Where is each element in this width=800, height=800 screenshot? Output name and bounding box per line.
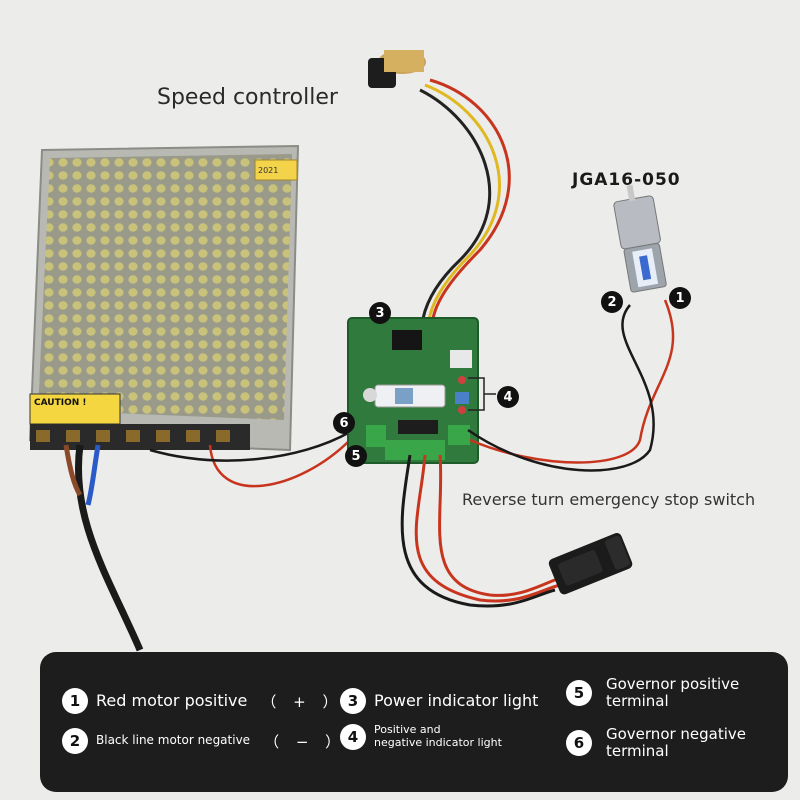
legend-item-5: 5 Governor positive terminal [566, 675, 740, 711]
wire-motor-red [469, 299, 675, 464]
legend-number: 3 [340, 688, 366, 714]
legend-text: Governor positive terminal [606, 675, 740, 711]
legend-text-line2: terminal [606, 742, 669, 761]
legend-item-1: 1 Red motor positive （ + ） [62, 688, 343, 714]
caution-label [29, 393, 121, 425]
wire-motor-black [467, 304, 655, 472]
legend-text: Power indicator light [374, 690, 539, 710]
mains-cable [75, 444, 144, 652]
controller-board [347, 317, 479, 464]
legend-number: 5 [566, 680, 592, 707]
speed-potentiometer [368, 50, 426, 88]
terminal-strip [30, 424, 250, 450]
rocker-switch [548, 532, 633, 595]
legend-item-3: 3 Power indicator light [340, 688, 538, 714]
callout-1: 1 [669, 287, 691, 309]
legend-text: Governor negative terminal [606, 725, 747, 761]
wire-psu-black [149, 430, 351, 462]
legend-text-line1: Governor positive [606, 675, 740, 693]
legend-number: 6 [566, 730, 592, 757]
wire-switch-black [400, 454, 556, 608]
legend-text: Black line motor negative [96, 733, 251, 748]
sticker-year: 2021 [258, 166, 279, 175]
legend-symbol: （ − ） [264, 732, 347, 751]
legend-text-line2: terminal [606, 692, 669, 711]
legend-text-line1: Governor negative [606, 725, 747, 743]
legend-number: 2 [62, 728, 88, 754]
callout-3: 3 [369, 302, 391, 324]
callout-6: 6 [333, 412, 355, 434]
speed-controller-label: Speed controller [157, 85, 338, 110]
legend-symbol: （ + ） [261, 692, 344, 711]
legend-text: Red motor positive [96, 690, 248, 710]
legend-panel: 1 Red motor positive （ + ） 2 Black line … [40, 652, 788, 792]
callout-2: 2 [601, 291, 623, 313]
wire-switch-red [414, 454, 561, 603]
wire-psu-red [208, 439, 351, 488]
legend-number: 4 [340, 724, 366, 750]
callout-4: 4 [497, 386, 519, 408]
callout-5: 5 [345, 445, 367, 467]
legend-item-4: 4 Positive and negative indicator light [340, 724, 502, 750]
motor-model-label: JGA16-050 [572, 170, 681, 190]
legend-number: 1 [62, 688, 88, 714]
reverse-switch-label: Reverse turn emergency stop switch [462, 490, 756, 509]
dc-gear-motor [613, 184, 667, 293]
legend-text-line1: Positive and [374, 723, 441, 737]
legend-item-2: 2 Black line motor negative （ − ） [62, 728, 346, 754]
legend-text: Positive and negative indicator light [374, 724, 502, 749]
legend-item-6: 6 Governor negative terminal [566, 725, 747, 761]
legend-text-line2: negative indicator light [374, 736, 502, 749]
caution-text: CAUTION ! [34, 398, 87, 408]
